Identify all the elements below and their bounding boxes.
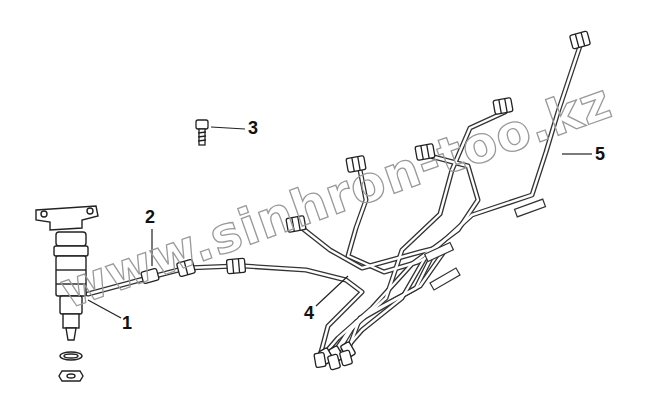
callout-number: 2 xyxy=(145,208,155,226)
callout-number: 4 xyxy=(304,304,314,322)
callout-number: 1 xyxy=(122,314,132,332)
callout-number: 5 xyxy=(595,145,605,163)
callout-number: 3 xyxy=(248,119,258,137)
